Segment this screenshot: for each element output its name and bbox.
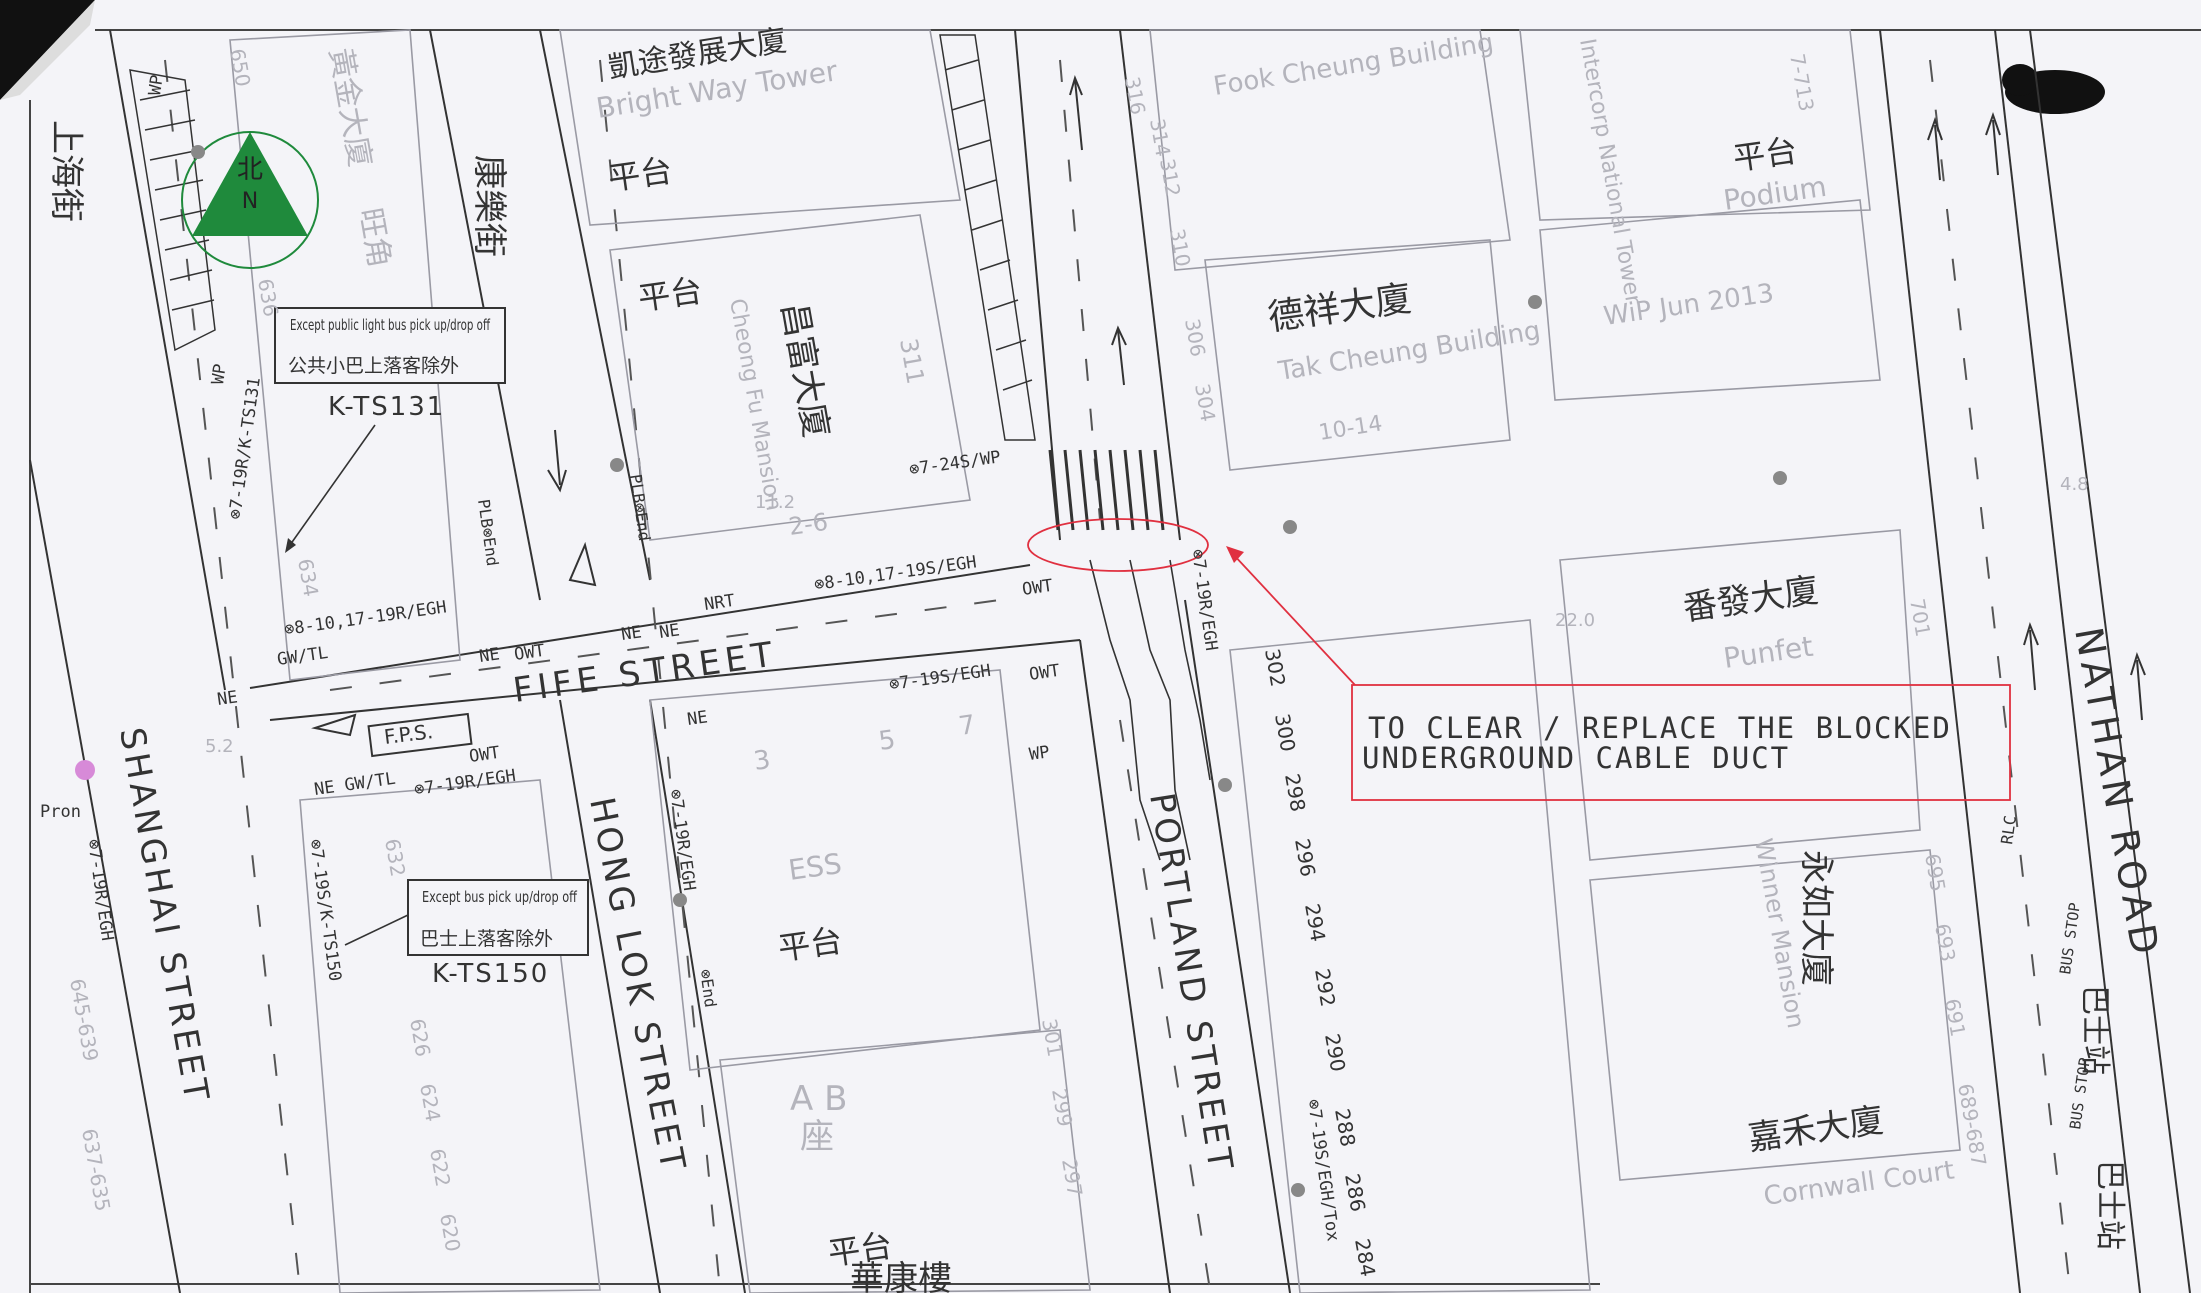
building-wah-hong-zh: 華康樓: [850, 1259, 952, 1293]
owt-label-4: OWT: [1021, 576, 1054, 600]
building-ess: ESS: [786, 847, 843, 887]
street-edges: [29, 29, 2191, 1293]
zebra-crossing: [1048, 449, 1165, 531]
fps-box: [367, 712, 473, 758]
traffic-arrows: [547, 74, 2146, 721]
ne-label-2: NE: [620, 622, 643, 645]
building-outlines: [229, 29, 1961, 1293]
wp-label-3: WP: [145, 74, 168, 97]
svg-text:11.2: 11.2: [755, 492, 795, 513]
fps-label: F.P.S.: [383, 719, 435, 749]
pron-label: Pron: [40, 802, 81, 822]
building-block-3: 3: [752, 745, 773, 777]
annotation-leader-line: [1231, 552, 1356, 686]
ne-label-1: NE: [478, 644, 501, 667]
building-ab-line1: A B: [790, 1079, 847, 1119]
hatched-kerb-left: [129, 69, 216, 352]
street-name-hong-lok-zh: 康樂街: [469, 155, 509, 257]
podium-label-5: 平台: [826, 1226, 895, 1273]
hatched-kerb-portland: [939, 34, 1036, 441]
owt-label-3: OWT: [468, 743, 501, 767]
ne-label-3: NE: [658, 620, 681, 643]
notice-bus: Except bus pick up/drop off 巴士上落客除外: [407, 879, 589, 956]
notice-minibus-en: Except public light bus pick up/drop off: [290, 316, 490, 334]
survey-points: [191, 145, 1787, 1197]
north-arrow-chinese: 北: [237, 155, 263, 185]
rlc-label: RLC: [1997, 814, 2020, 845]
north-arrow-letter: N: [242, 189, 258, 214]
give-way-triangle-1: [568, 541, 597, 587]
annotation-arrowhead: [1226, 546, 1244, 563]
notice-bus-zh: 巴士上落客除外: [420, 928, 553, 950]
svg-text:22.0: 22.0: [1555, 610, 1595, 631]
building-winner-zh: 永如大廈: [1796, 850, 1836, 986]
annotation-line1: TO CLEAR / REPLACE THE BLOCKED: [1368, 711, 1952, 745]
owt-label-1: OWT: [513, 641, 546, 665]
bus-stop-1-zh: 巴士站: [2077, 985, 2112, 1075]
building-block-7: 7: [957, 710, 978, 742]
svg-text:4.8: 4.8: [2060, 474, 2089, 495]
building-block-5: 5: [877, 725, 898, 757]
give-way-triangle-2: [311, 713, 357, 737]
svg-text:5.2: 5.2: [205, 736, 234, 757]
wp-label-2: WP: [208, 363, 231, 386]
notice-bus-en: Except bus pick up/drop off: [422, 888, 577, 906]
cable-trench-lines: [1089, 559, 1211, 861]
notice-minibus-code: K-TS131: [328, 392, 445, 422]
nrt-label: NRT: [703, 591, 736, 615]
owt-label-2: OWT: [1028, 661, 1061, 685]
annotation-line2: UNDERGROUND CABLE DUCT: [1362, 741, 1790, 775]
notice-minibus: Except public light bus pick up/drop off…: [274, 307, 506, 384]
podium-label-2: 平台: [636, 271, 705, 318]
podium-label-4: 平台: [776, 921, 845, 968]
ne-label-4: NE: [216, 687, 239, 710]
building-ab-line2: 座: [800, 1117, 834, 1157]
north-arrow: 北 N: [181, 131, 319, 269]
marker-dot-pink: [75, 760, 95, 780]
street-name-shanghai-zh: 上海街: [46, 120, 86, 222]
wp-label-1: WP: [1028, 742, 1051, 765]
podium-label-1: 平台: [606, 151, 675, 198]
building-block-2-6: 2-6: [787, 508, 830, 541]
podium-label-3: 平台: [1731, 131, 1800, 178]
notice-minibus-zh: 公共小巴上落客除外: [288, 355, 459, 377]
ne-label-5: NE: [686, 707, 709, 730]
spot-levels: 5.2 22.0 4.8 11.2: [205, 474, 2089, 757]
lane-markings: [164, 59, 2071, 1291]
bus-stop-2-zh: 巴士站: [2092, 1160, 2127, 1250]
notice-bus-code: K-TS150: [432, 959, 549, 989]
annotation-box: [1351, 684, 2011, 801]
blocked-duct-highlight: [1027, 518, 1209, 572]
